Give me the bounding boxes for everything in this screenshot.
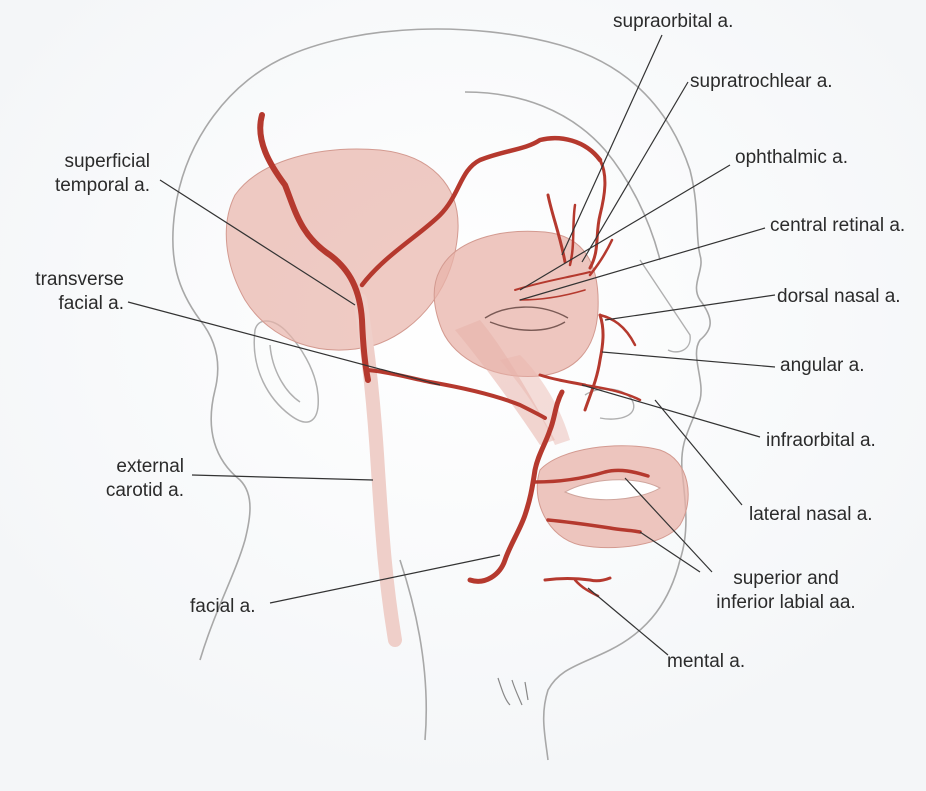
label-supraorbital: supraorbital a. — [613, 10, 733, 34]
label-superficial-temporal: superficial temporal a. — [30, 150, 150, 198]
label-transverse-facial: transverse facial a. — [4, 268, 124, 316]
label-external-carotid: external carotid a. — [64, 455, 184, 503]
label-transverse-facial-line2: facial a. — [4, 292, 124, 316]
label-lateral-nasal: lateral nasal a. — [749, 503, 873, 527]
label-central-retinal: central retinal a. — [770, 214, 905, 238]
label-labial-line2: inferior labial aa. — [706, 591, 866, 615]
label-external-carotid-line1: external — [64, 455, 184, 479]
label-external-carotid-line2: carotid a. — [64, 479, 184, 503]
label-mental: mental a. — [667, 650, 745, 674]
label-superficial-temporal-line2: temporal a. — [30, 174, 150, 198]
label-transverse-facial-line1: transverse — [4, 268, 124, 292]
label-infraorbital: infraorbital a. — [766, 429, 876, 453]
label-facial: facial a. — [190, 595, 255, 619]
label-angular: angular a. — [780, 354, 865, 378]
label-dorsal-nasal: dorsal nasal a. — [777, 285, 901, 309]
label-superficial-temporal-line1: superficial — [30, 150, 150, 174]
label-ophthalmic: ophthalmic a. — [735, 146, 848, 170]
orbicularis-oris-muscle — [537, 446, 688, 548]
label-labial-line1: superior and — [706, 567, 866, 591]
label-labial-group: superior and inferior labial aa. — [706, 567, 866, 615]
label-supratrochlear: supratrochlear a. — [690, 70, 833, 94]
